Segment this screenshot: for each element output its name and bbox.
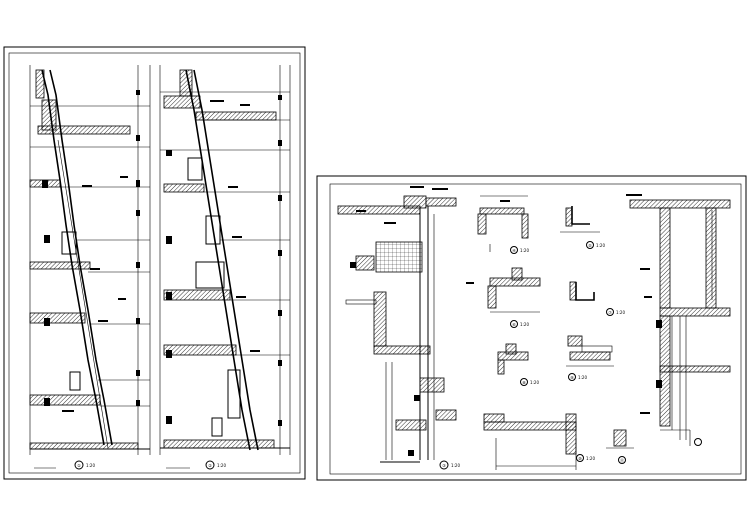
detail-number-3: ③ — [442, 463, 446, 468]
detail-4: ④ 1:20 — [477, 195, 529, 254]
detail-marker-right — [694, 438, 702, 446]
detail-marker-5 — [586, 241, 594, 249]
detail-number-8: ⑧ — [522, 380, 526, 385]
detail-scale-2: 1:20 — [217, 463, 226, 468]
detail-marker-9 — [568, 373, 576, 381]
detail-number-1: ① — [77, 463, 81, 468]
right-sheet-border-outer — [316, 175, 747, 481]
detail-5: ⑤ 1:20 — [560, 206, 605, 249]
detail-scale-10: 1:20 — [586, 456, 595, 461]
detail-10: ⑩ 1:20 — [483, 413, 595, 470]
wall-section-1: ① 1:20 — [29, 65, 151, 470]
detail-number-6: ⑥ — [512, 322, 516, 327]
detail-scale-6: 1:20 — [520, 322, 529, 327]
detail-marker-1 — [74, 460, 84, 470]
detail-block: ⑪ — [606, 429, 634, 464]
detail-scale-8: 1:20 — [530, 380, 539, 385]
detail-7: ⑦ 1:20 — [569, 281, 625, 316]
detail-9: ⑨ 1:20 — [566, 335, 614, 381]
detail-scale-5: 1:20 — [596, 243, 605, 248]
detail-scale-1: 1:20 — [86, 463, 95, 468]
detail-number-10: ⑩ — [578, 456, 582, 461]
detail-marker-2 — [205, 460, 215, 470]
detail-number-9: ⑨ — [570, 375, 574, 380]
detail-3: ③ 1:20 — [337, 186, 460, 470]
detail-number-2: ② — [208, 463, 212, 468]
detail-number-5: ⑤ — [588, 243, 592, 248]
detail-8: ⑧ 1:20 — [497, 343, 539, 386]
detail-scale-3: 1:20 — [451, 463, 460, 468]
detail-scale-9: 1:20 — [578, 375, 587, 380]
detail-marker-3 — [439, 460, 449, 470]
detail-scale-7: 1:20 — [616, 310, 625, 315]
detail-marker-6 — [510, 320, 518, 328]
left-sheet: ① 1:20 — [3, 46, 306, 480]
wall-section-2: ② 1:20 — [159, 65, 291, 470]
detail-marker-8 — [520, 378, 528, 386]
detail-right-section — [626, 194, 731, 446]
right-sheet: ③ 1:20 ④ 1:20 ⑤ 1:20 — [316, 175, 747, 481]
detail-marker-7 — [606, 308, 614, 316]
detail-marker-4 — [510, 246, 518, 254]
right-sheet-border-inner — [329, 183, 742, 475]
left-sheet-border-outer — [3, 46, 306, 480]
detail-marker-11 — [618, 456, 626, 464]
detail-number-4: ④ — [512, 248, 516, 253]
detail-number-7: ⑦ — [608, 310, 612, 315]
detail-6: ⑥ 1:20 — [466, 267, 541, 328]
detail-number-11: ⑪ — [620, 457, 624, 463]
detail-scale-4: 1:20 — [520, 248, 529, 253]
detail-marker-10 — [576, 454, 584, 462]
left-sheet-border-inner — [8, 52, 301, 474]
